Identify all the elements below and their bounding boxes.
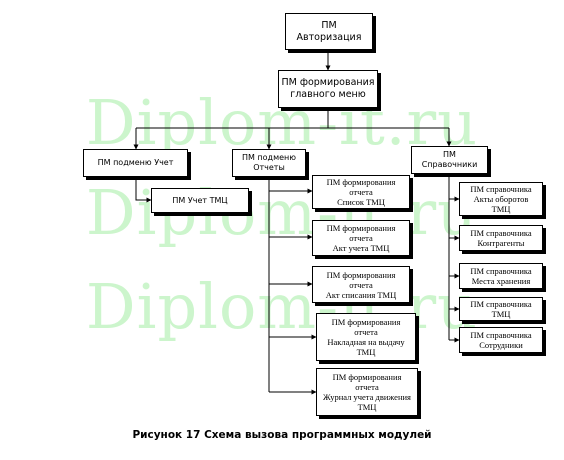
node-report-spisok: ПМ формирования отчета Список ТМЦ [312,175,410,209]
node-sprav-akty-label: ПМ справочника Акты оборотов ТМЦ [470,184,532,214]
node-report-zhurnal: ПМ формирования отчета Журнал учета движ… [316,368,418,416]
node-submenu-otchety-label: ПМ подменю Отчеты [241,153,297,172]
node-uchet-tmc: ПМ Учет ТМЦ [151,188,249,213]
node-sprav-mesta-label: ПМ справочника Места хранения [470,266,532,286]
figure-caption: Рисунок 17 Схема вызова программных моду… [132,429,432,441]
node-sprav-kontragenty: ПМ справочника Контрагенты [459,225,543,251]
node-sprav-sotrudniki-label: ПМ справочника Сотрудники [470,330,532,350]
node-uchet-tmc-label: ПМ Учет ТМЦ [172,195,228,205]
node-sprav-kontragenty-label: ПМ справочника Контрагенты [470,228,532,248]
node-main-menu-label: ПМ формирования главного меню [281,77,375,100]
node-sprav-mesta: ПМ справочника Места хранения [459,263,543,289]
node-auth-label: ПМ Авторизация [296,19,362,43]
node-report-akt-spisaniya: ПМ формирования отчета Акт списания ТМЦ [312,266,410,303]
node-auth: ПМ Авторизация [285,13,373,50]
node-main-menu: ПМ формирования главного меню [278,70,378,108]
node-sprav-tmc: ПМ справочника ТМЦ [459,297,543,321]
node-report-akt-ucheta: ПМ формирования отчета Акт учета ТМЦ [312,220,410,256]
node-report-nakladnaya: ПМ формирования отчета Накладная на выда… [316,313,416,361]
node-spravochniki: ПМ Справочники [411,146,488,174]
node-sprav-akty: ПМ справочника Акты оборотов ТМЦ [459,182,543,216]
node-submenu-uchet-label: ПМ подменю Учет [97,158,174,167]
node-submenu-uchet: ПМ подменю Учет [83,149,188,177]
node-report-akt-spisaniya-label: ПМ формирования отчета Акт списания ТМЦ [325,269,397,300]
node-sprav-sotrudniki: ПМ справочника Сотрудники [459,327,543,353]
link-uchet-tmc [135,177,152,203]
node-sprav-tmc-label: ПМ справочника ТМЦ [470,299,532,319]
node-submenu-otchety: ПМ подменю Отчеты [232,149,306,177]
node-report-akt-ucheta-label: ПМ формирования отчета Акт учета ТМЦ [326,223,396,253]
node-report-nakladnaya-label: ПМ формирования отчета Накладная на выда… [327,317,405,357]
node-report-zhurnal-label: ПМ формирования отчета Журнал учета движ… [323,372,411,412]
node-report-spisok-label: ПМ формирования отчета Список ТМЦ [326,177,396,207]
node-spravochniki-label: ПМ Справочники [421,150,478,169]
